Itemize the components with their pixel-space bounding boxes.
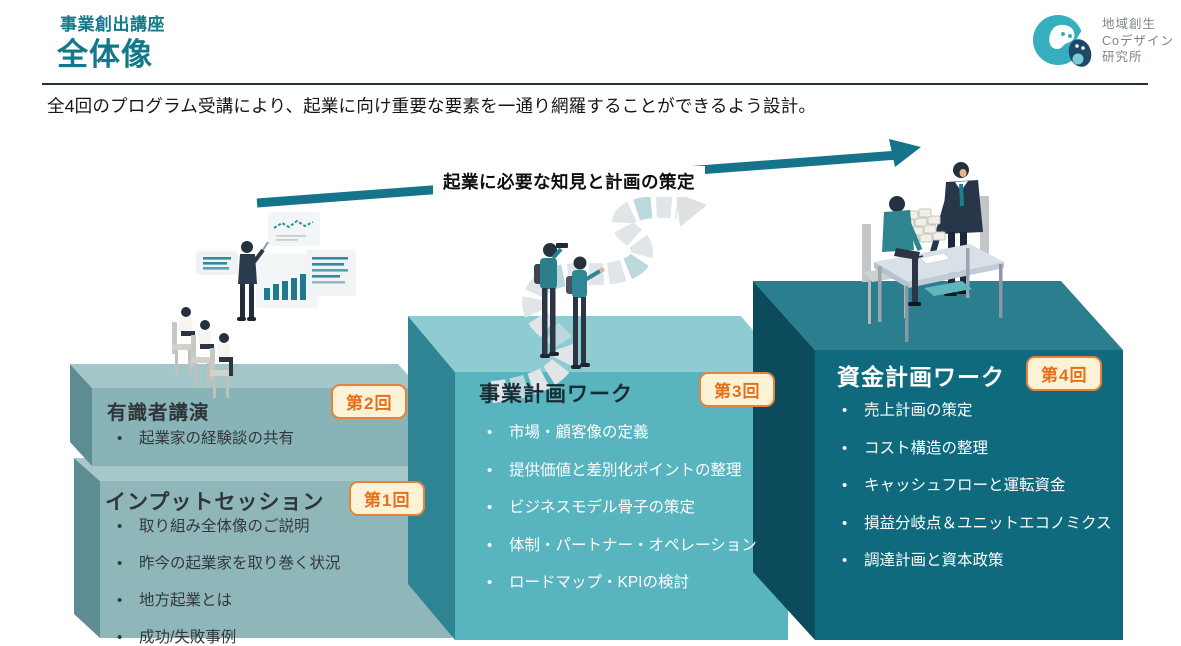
list-item: 起業家の経験談の共有 bbox=[113, 428, 413, 450]
step4-badge: 第4回 bbox=[1026, 356, 1103, 391]
step4-bullets: 売上計画の策定 コスト構造の整理 キャッシュフローと運転資金 損益分岐点＆ユニッ… bbox=[838, 400, 1128, 588]
list-item: コスト構造の整理 bbox=[838, 438, 1128, 460]
step2-box bbox=[70, 364, 420, 466]
list-item: 体制・パートナー・オペレーション bbox=[483, 535, 783, 557]
list-item: 損益分岐点＆ユニットエコノミクス bbox=[838, 513, 1128, 535]
list-item: 売上計画の策定 bbox=[838, 400, 1128, 422]
arrow-label: 起業に必要な知見と計画の策定 bbox=[433, 166, 705, 197]
list-item: ビジネスモデル骨子の策定 bbox=[483, 497, 783, 519]
step3-title: 事業計画ワーク bbox=[479, 383, 633, 406]
header-divider bbox=[42, 83, 1148, 85]
meeting-illustration bbox=[862, 162, 1004, 342]
org-name: 地域創生 Coデザイン 研究所 bbox=[1102, 16, 1174, 66]
step3-badge: 第3回 bbox=[699, 372, 776, 407]
step2-bullets: 起業家の経験談の共有 bbox=[113, 428, 413, 450]
list-item: ロードマップ・KPIの検討 bbox=[483, 572, 783, 594]
list-item: 市場・顧客像の定義 bbox=[483, 422, 783, 444]
step2-title: 有識者講演 bbox=[107, 402, 210, 424]
org-logo: 地域創生 Coデザイン 研究所 bbox=[1030, 11, 1180, 71]
list-item: 取り組み全体像のご説明 bbox=[113, 516, 443, 538]
org-name-line: 研究所 bbox=[1102, 50, 1143, 65]
step3-bullets: 市場・顧客像の定義 提供価値と差別化ポイントの整理 ビジネスモデル骨子の策定 体… bbox=[483, 422, 783, 610]
step2-badge: 第2回 bbox=[331, 384, 408, 419]
step4-title: 資金計画ワーク bbox=[837, 364, 1005, 390]
list-item: キャッシュフローと運転資金 bbox=[838, 475, 1128, 497]
list-item: 調達計画と資本政策 bbox=[838, 550, 1128, 572]
list-item: 昨今の起業家を取り巻く状況 bbox=[113, 553, 443, 575]
list-item: 提供価値と差別化ポイントの整理 bbox=[483, 460, 783, 482]
org-name-line: 地域創生 bbox=[1102, 17, 1157, 32]
course-label: 事業創出講座 bbox=[60, 15, 165, 34]
list-item: 地方起業とは bbox=[113, 590, 443, 612]
list-item: 成功/失敗事例 bbox=[113, 627, 443, 646]
lecture-illustration bbox=[172, 212, 356, 398]
lead-text: 全4回のプログラム受講により、起業に向け重要な要素を一通り網羅することができるよ… bbox=[47, 96, 817, 116]
step1-title: インプットセッション bbox=[105, 491, 325, 514]
step1-badge: 第1回 bbox=[349, 481, 426, 516]
org-name-line: Coデザイン bbox=[1102, 33, 1174, 48]
page-title: 全体像 bbox=[57, 37, 153, 72]
roadmap-illustration bbox=[490, 193, 707, 403]
co-design-lab-logo-mark bbox=[1033, 15, 1096, 67]
step1-bullets: 取り組み全体像のご説明 昨今の起業家を取り巻く状況 地方起業とは 成功/失敗事例 bbox=[113, 516, 443, 646]
